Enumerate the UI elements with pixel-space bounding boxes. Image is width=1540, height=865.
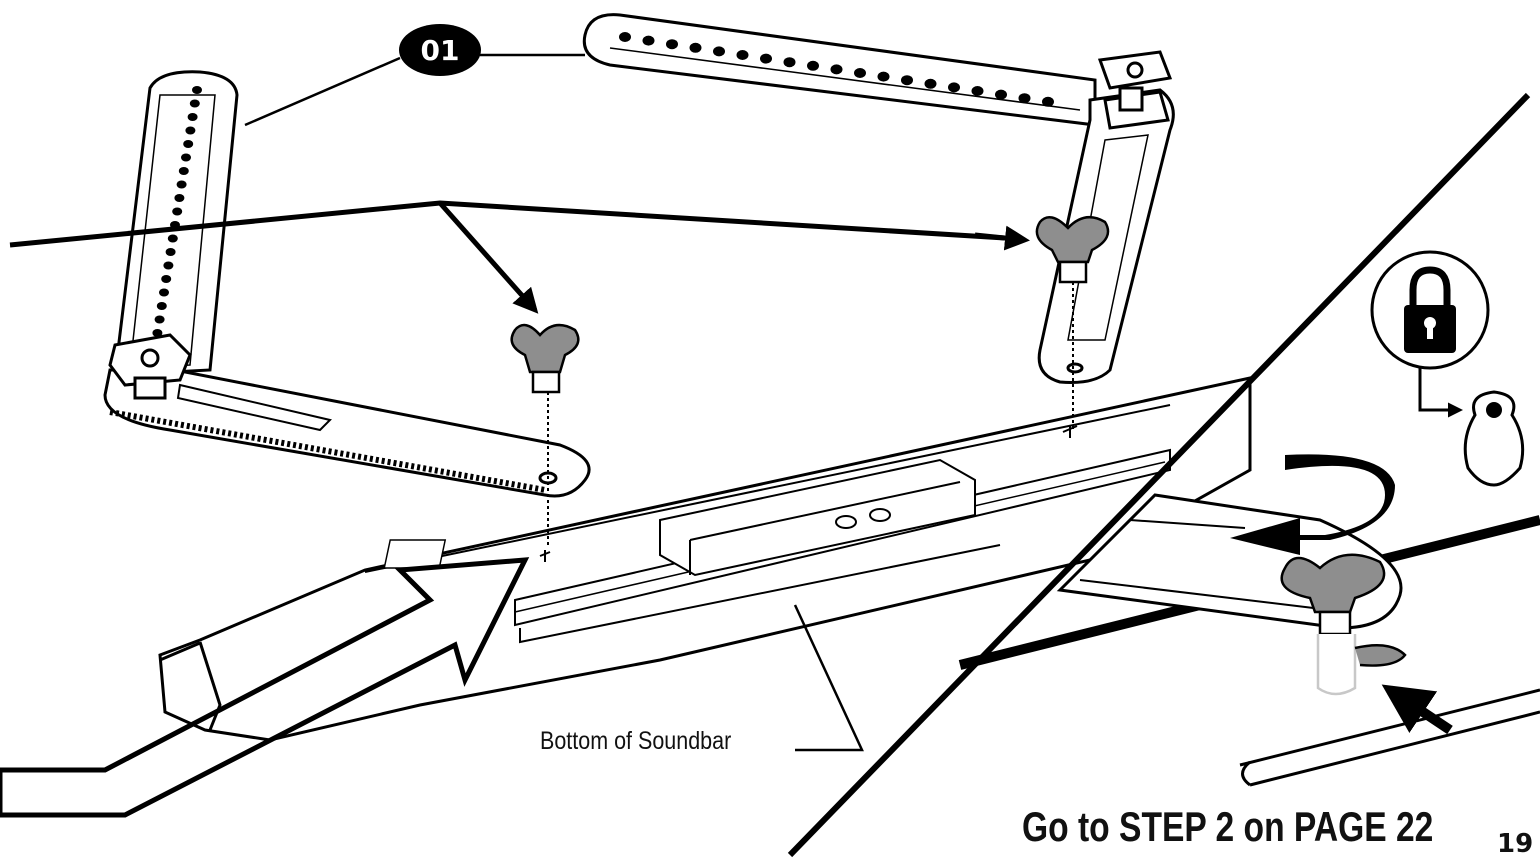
adjustment-hole <box>183 140 194 148</box>
adjustment-hole <box>181 153 191 162</box>
keyhole-icon <box>1463 390 1525 487</box>
adjustment-hole <box>178 167 189 175</box>
adjustment-hole <box>713 46 725 57</box>
adjustment-hole <box>159 288 169 297</box>
adjustment-hole <box>877 71 890 82</box>
soundbar <box>158 376 1252 742</box>
adjustment-hole <box>152 329 163 337</box>
next-step-instruction: Go to STEP 2 on PAGE 22 <box>1022 803 1434 850</box>
adjustment-hole <box>176 180 187 189</box>
adjustment-hole <box>172 207 183 216</box>
adjustment-hole <box>1042 96 1054 107</box>
adjustment-hole <box>189 99 200 108</box>
rotate-arrow-icon <box>1230 454 1395 555</box>
adjustment-hole <box>948 82 960 93</box>
adjustment-hole <box>830 64 843 75</box>
adjustment-hole <box>807 60 819 71</box>
adjustment-hole <box>642 35 655 46</box>
bracket-arm-right <box>582 13 1175 384</box>
adjustment-hole <box>736 50 749 60</box>
wing-nut-inset <box>1280 553 1407 696</box>
adjustment-hole <box>689 42 702 53</box>
adjustment-hole <box>1018 93 1031 104</box>
adjustment-hole <box>666 39 678 50</box>
adjustment-hole <box>619 32 631 42</box>
adjustment-hole <box>161 275 172 283</box>
adjustment-hole <box>783 57 796 68</box>
callout-leaders <box>244 53 864 752</box>
soundbar-callout-label: Bottom of Soundbar <box>540 727 732 755</box>
adjustment-hole <box>760 53 772 64</box>
adjustment-hole <box>924 78 937 89</box>
lock-indicator <box>1370 250 1525 487</box>
adjustment-hole <box>156 302 167 310</box>
adjustment-hole <box>185 126 196 135</box>
adjustment-hole <box>187 113 198 121</box>
adjustment-hole <box>174 194 185 202</box>
adjustment-hole <box>995 89 1007 100</box>
wing-nut-right <box>1035 215 1110 430</box>
adjustment-hole <box>167 234 178 243</box>
adjustment-hole <box>192 86 202 94</box>
pointer-arrows <box>9 200 1453 735</box>
padlock-icon <box>1404 266 1456 353</box>
bracket-arm-left <box>103 70 591 498</box>
wing-nut-left <box>510 323 580 548</box>
adjustment-hole <box>154 315 165 324</box>
adjustment-hole <box>165 248 176 256</box>
guide-outline-arrow <box>0 557 530 818</box>
adjustment-hole <box>854 68 866 78</box>
page-number: 19 <box>1497 829 1534 859</box>
part-number-badge: 01 <box>399 24 481 76</box>
adjustment-hole <box>163 261 174 270</box>
adjustment-hole <box>901 75 913 86</box>
adjustment-hole <box>971 86 984 96</box>
